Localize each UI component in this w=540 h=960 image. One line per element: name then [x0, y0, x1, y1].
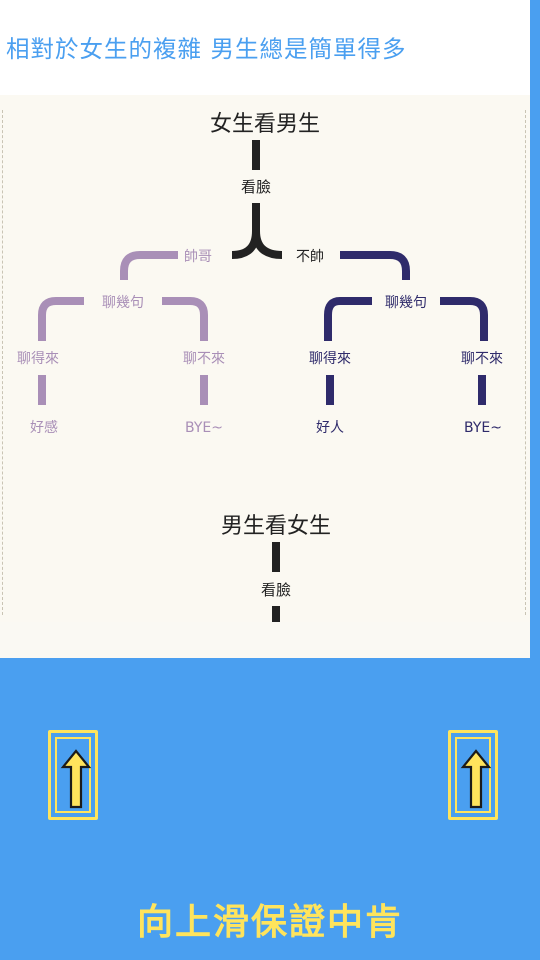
- lr-result: BYE~: [185, 420, 223, 436]
- headline-bar: 相對於女生的複雜 男生總是簡單得多: [0, 0, 530, 95]
- root-stem: [252, 140, 260, 170]
- root-edge-label: 看臉: [241, 178, 271, 196]
- left-talk-line-left: [38, 297, 84, 341]
- swipe-up-arrow-left[interactable]: [48, 730, 98, 820]
- right-branch-label: 不帥: [296, 249, 324, 265]
- men-root-stem: [272, 542, 280, 572]
- panel-bottom: [0, 622, 530, 658]
- arrow-up-icon: [460, 749, 492, 809]
- split-right-dark: [252, 230, 283, 259]
- rr-label: 聊不來: [461, 351, 503, 367]
- left-talk-label: 聊幾句: [102, 295, 144, 311]
- ll-label: 聊得來: [17, 350, 59, 367]
- right-talk-label: 聊幾句: [385, 295, 427, 311]
- ll-result: 好感: [30, 419, 58, 436]
- men-root-stem-lower: [272, 606, 280, 622]
- arrow-up-icon: [60, 749, 92, 809]
- left-branch-label: 帥哥: [184, 249, 212, 265]
- rl-label: 聊得來: [309, 350, 351, 367]
- flowchart-panel: [0, 95, 530, 623]
- swipe-up-arrow-right[interactable]: [448, 730, 498, 820]
- left-branch-line: [120, 251, 178, 280]
- right-talk-line-left: [324, 297, 372, 341]
- left-talk-line-right: [162, 297, 208, 341]
- men-tree-title: 男生看女生: [221, 514, 331, 539]
- screenshot-card: 相對於女生的複雜 男生總是簡單得多 女生看男生 看臉 帥哥 聊幾句 聊得來 聊不…: [0, 0, 530, 658]
- rl-stem: [326, 375, 334, 405]
- rl-result: 好人: [316, 420, 344, 436]
- rr-stem: [478, 375, 486, 405]
- dashed-border-right: [525, 110, 526, 615]
- lr-stem: [200, 375, 208, 405]
- swipe-up-cta[interactable]: 向上滑保證中肯: [136, 902, 403, 943]
- lr-label: 聊不來: [183, 351, 225, 367]
- dashed-border-left: [2, 110, 3, 615]
- women-tree-title: 女生看男生: [210, 112, 320, 137]
- rr-result: BYE~: [464, 420, 502, 436]
- ll-stem: [38, 375, 46, 405]
- root-stem-lower: [252, 203, 260, 231]
- men-root-edge-label: 看臉: [261, 581, 291, 599]
- flowchart-diagram: 女生看男生 看臉 帥哥 聊幾句 聊得來 聊不來 好感 BYE~ 不帥 聊幾句 聊…: [17, 112, 503, 622]
- right-talk-line-right: [440, 297, 488, 341]
- headline: 相對於女生的複雜 男生總是簡單得多: [6, 35, 407, 63]
- right-branch-line: [340, 251, 410, 280]
